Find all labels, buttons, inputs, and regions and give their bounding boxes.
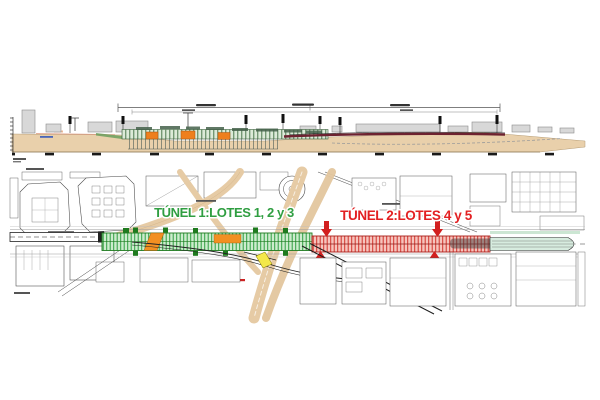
station-box (450, 238, 502, 249)
map-text-smudge (48, 231, 74, 233)
map-text-smudge (14, 292, 30, 294)
dimension-text-smudge (196, 104, 216, 107)
station-teal-band (489, 231, 585, 251)
elevation-tunnel-profile (283, 131, 563, 145)
map-city-blocks-left (9, 171, 137, 297)
tunnel2-label: TÚNEL 2:LOTES 4 y 5 (340, 208, 473, 223)
map-text-smudge (382, 203, 400, 205)
map-text-smudge (26, 168, 44, 170)
dimension-text-smudge (182, 109, 195, 111)
elevation-dimension-line (117, 103, 501, 115)
elevation-chainage-markers (68, 114, 499, 134)
elevation-buildings (21, 109, 575, 134)
orange-works-block (180, 130, 196, 140)
map-view: TÚNEL 1:LOTES 1, 2 y 3 TÚNEL 2:LOTES 4 y… (9, 166, 586, 324)
orange-works-block (145, 131, 159, 140)
elevation-view (10, 103, 586, 163)
dimension-text-smudge (390, 104, 410, 107)
elevation-scale-text-smudge (13, 158, 26, 160)
orange-segment (213, 234, 242, 244)
elevation-scale-bar (12, 152, 554, 156)
tunnel1-band (101, 227, 313, 256)
map-city-blocks-bottom (139, 251, 586, 310)
elevation-scale-text-smudge (13, 161, 21, 163)
orange-works-block (217, 132, 231, 140)
tunnel1-label: TÚNEL 1:LOTES 1, 2 y 3 (154, 205, 294, 220)
dimension-text-smudge (400, 109, 413, 111)
dimension-text-smudge (292, 103, 314, 106)
map-text-smudge (196, 200, 216, 202)
elevation-scale-ruler (10, 117, 14, 153)
map-surface-rail-left (9, 231, 105, 243)
station-piles (128, 139, 278, 149)
tunnel2-band (311, 235, 502, 253)
orange-segment (143, 232, 165, 251)
water-level-text-smudge (40, 136, 53, 138)
map-red-text-smudge (236, 279, 245, 282)
